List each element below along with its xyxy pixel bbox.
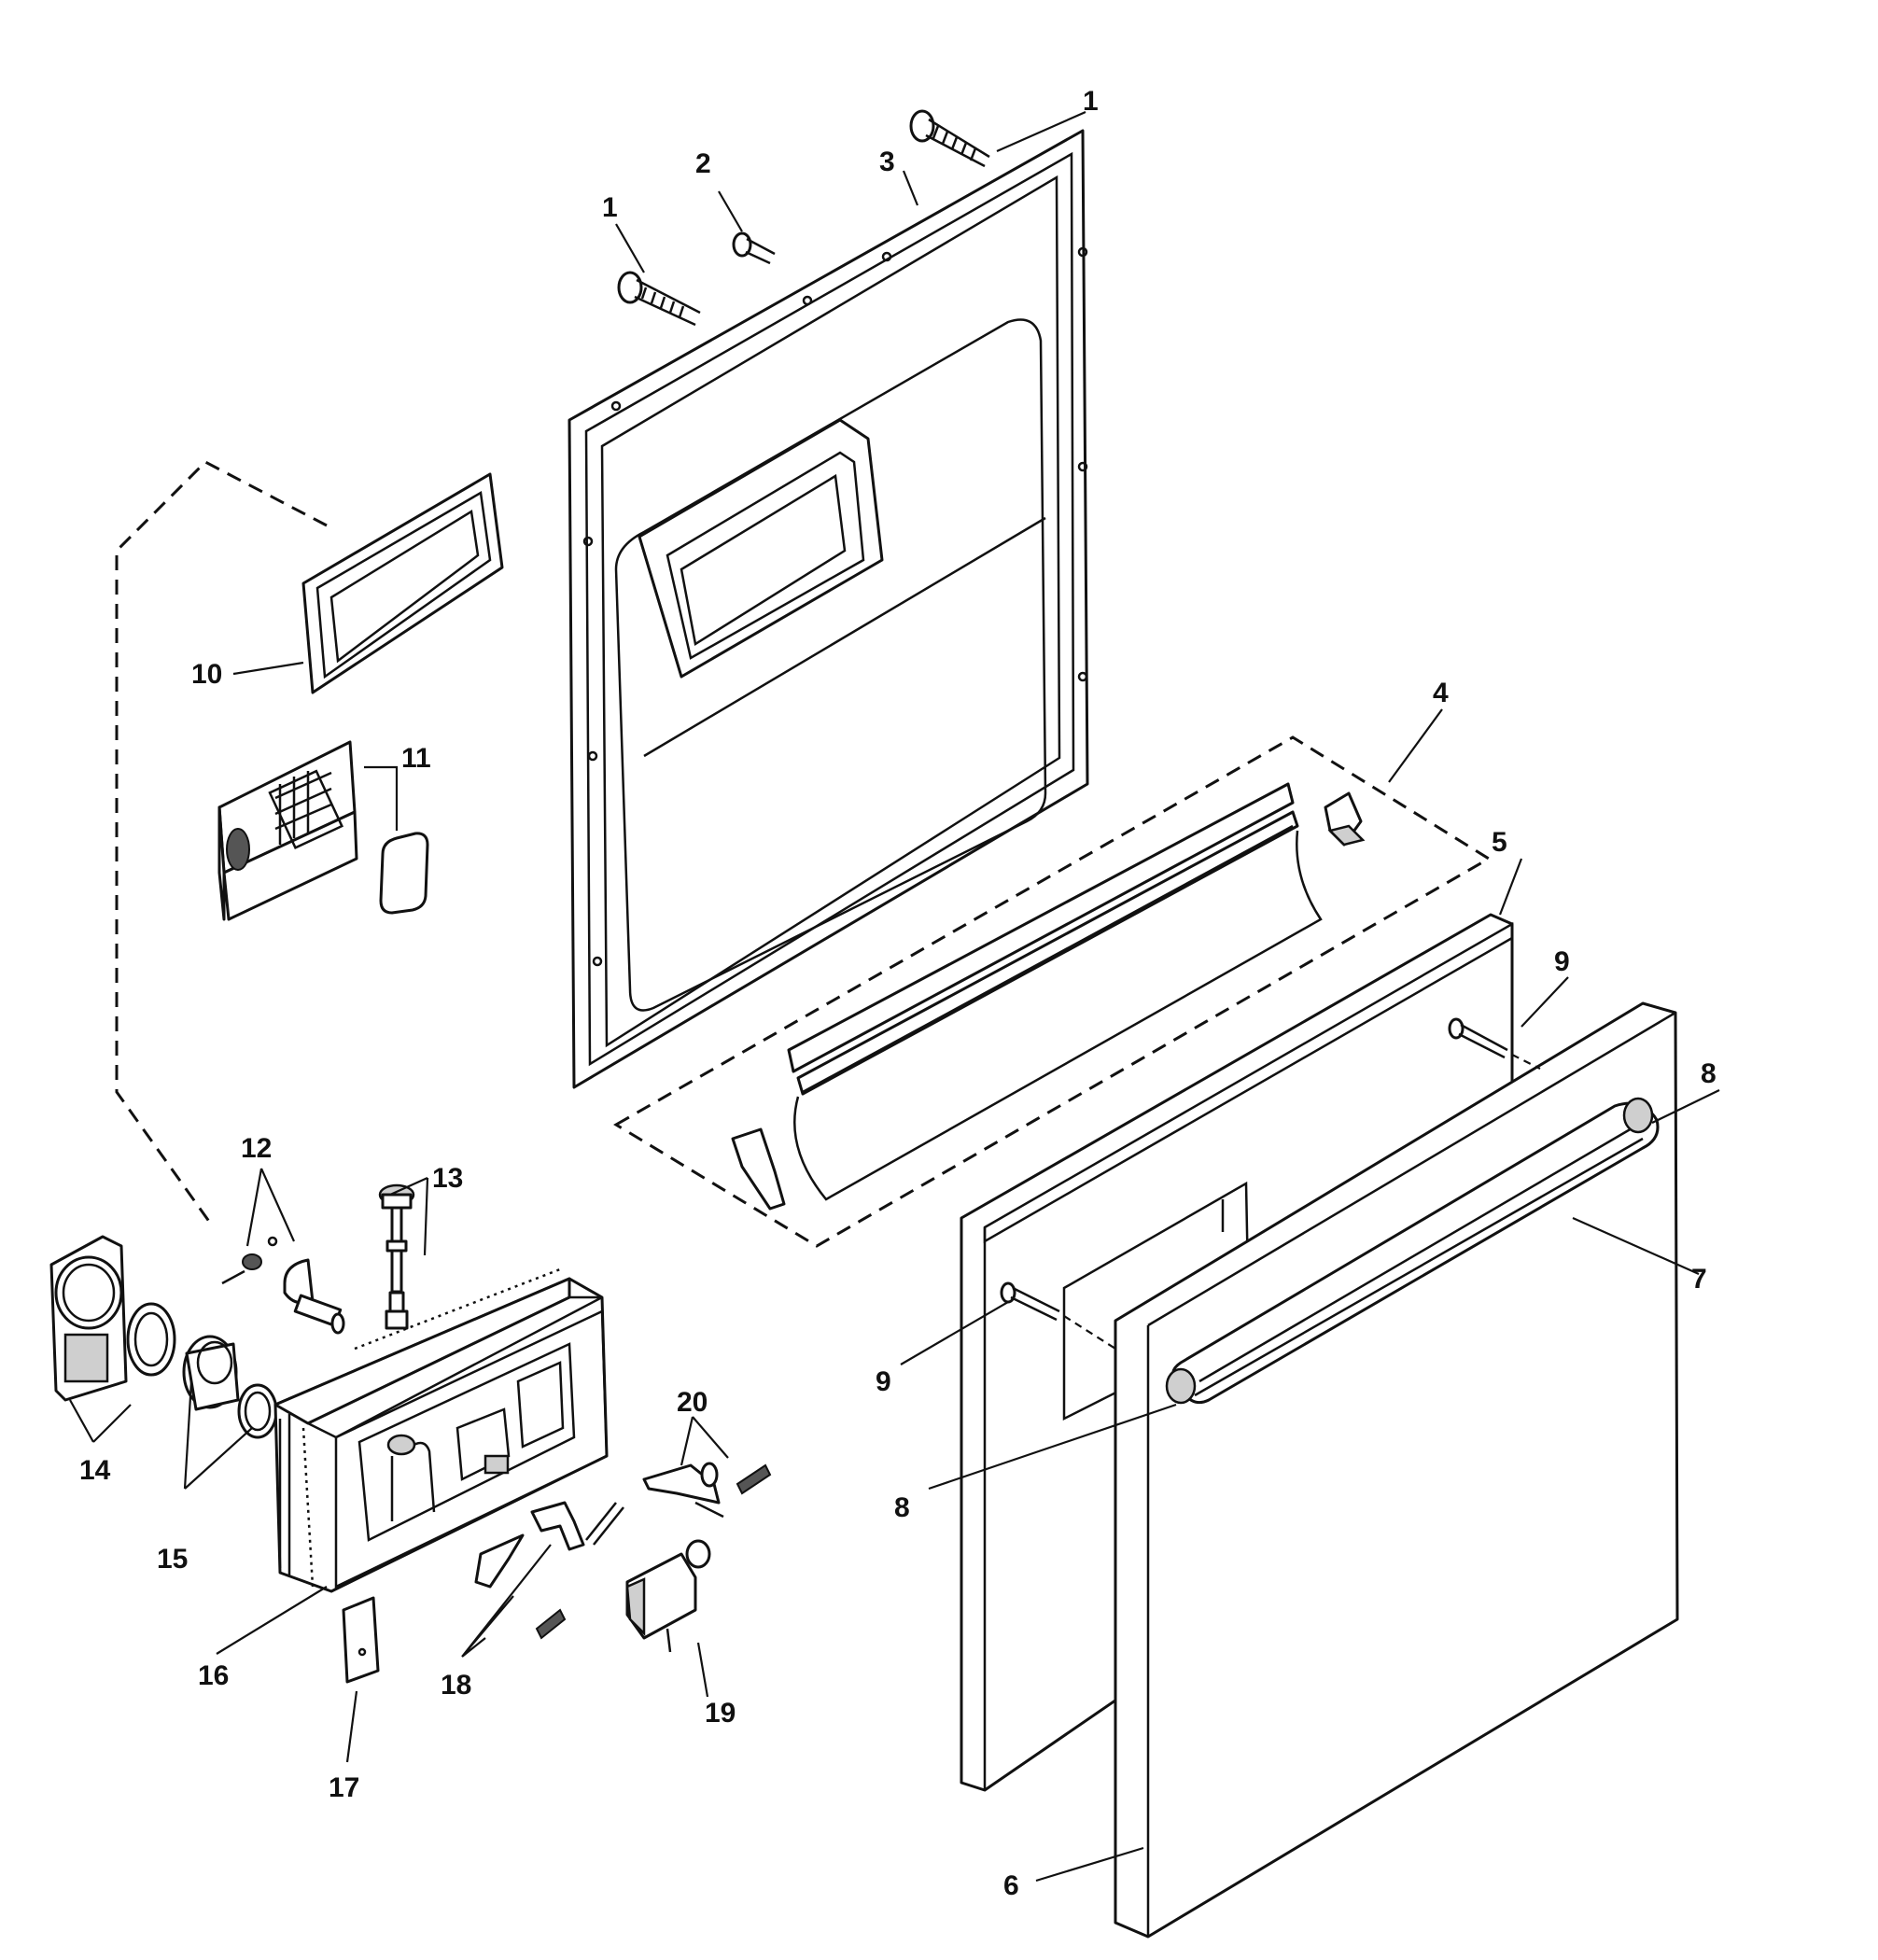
detergent-latch-lever: [283, 1258, 345, 1335]
small-screw: [732, 231, 776, 265]
leader-lines: [69, 110, 1720, 1883]
callout-8-right: 8: [1701, 1058, 1717, 1089]
bimetal-actuator: [625, 1539, 711, 1653]
callout-1-top-right: 1: [1083, 86, 1099, 117]
callout-4: 4: [1433, 678, 1449, 708]
callout-10: 10: [191, 659, 222, 690]
detergent-cup-lid: [49, 1235, 128, 1402]
detergent-latch-spring: [221, 1236, 278, 1285]
callout-6: 6: [1003, 1870, 1019, 1901]
seal-end-clip-right: [1324, 791, 1366, 847]
callout-7: 7: [1691, 1264, 1707, 1295]
callout-2: 2: [695, 148, 711, 179]
callout-labels: 1 1 2 3 4 5 6 7 8 8 9 9 10 11 12 13 14 1…: [79, 86, 1717, 1901]
callout-9-upper: 9: [1554, 946, 1570, 977]
callout-15: 15: [157, 1544, 188, 1575]
screw-top-right: [909, 109, 990, 168]
callout-1-top-left: 1: [602, 192, 618, 223]
knob-o-ring: [237, 1383, 278, 1439]
assembly-dashed-outline-seal: [613, 735, 1492, 1248]
inner-door-panel: [568, 129, 1089, 1089]
panel-screw-upper: [1448, 1017, 1541, 1070]
rinse-aid-plunger: [378, 1183, 415, 1330]
screw-top-left: [617, 271, 701, 327]
callout-9-lower: 9: [876, 1366, 891, 1397]
rinse-aid-cover: [217, 740, 358, 921]
dispenser-gasket: [301, 472, 504, 694]
door-seal-strip: [787, 782, 1323, 1201]
dispenser-opening: [638, 418, 884, 679]
callout-8-lower: 8: [894, 1492, 910, 1523]
callout-12: 12: [241, 1133, 272, 1164]
outer-door-panel: [1114, 1001, 1679, 1939]
callout-16: 16: [198, 1660, 229, 1691]
detergent-cup-knob: [182, 1335, 240, 1411]
callout-19: 19: [705, 1698, 736, 1729]
callout-5: 5: [1492, 827, 1507, 858]
callout-11: 11: [401, 743, 431, 774]
latch-components: [474, 1501, 624, 1640]
callout-18: 18: [441, 1670, 471, 1701]
seal-end-clip-left: [731, 1127, 786, 1211]
assembly-dashed-outline-left: [115, 460, 328, 1224]
dispenser-spring-clip: [342, 1596, 380, 1684]
callout-3: 3: [879, 147, 895, 177]
callout-14: 14: [79, 1455, 111, 1486]
rinse-aid-label: [379, 832, 429, 915]
callout-20: 20: [677, 1387, 708, 1418]
callout-17: 17: [329, 1772, 359, 1803]
latch-lever-and-spring: [642, 1462, 772, 1519]
callout-13: 13: [432, 1163, 463, 1194]
lid-seal-ring: [126, 1302, 176, 1377]
dispenser-housing: [273, 1267, 609, 1593]
